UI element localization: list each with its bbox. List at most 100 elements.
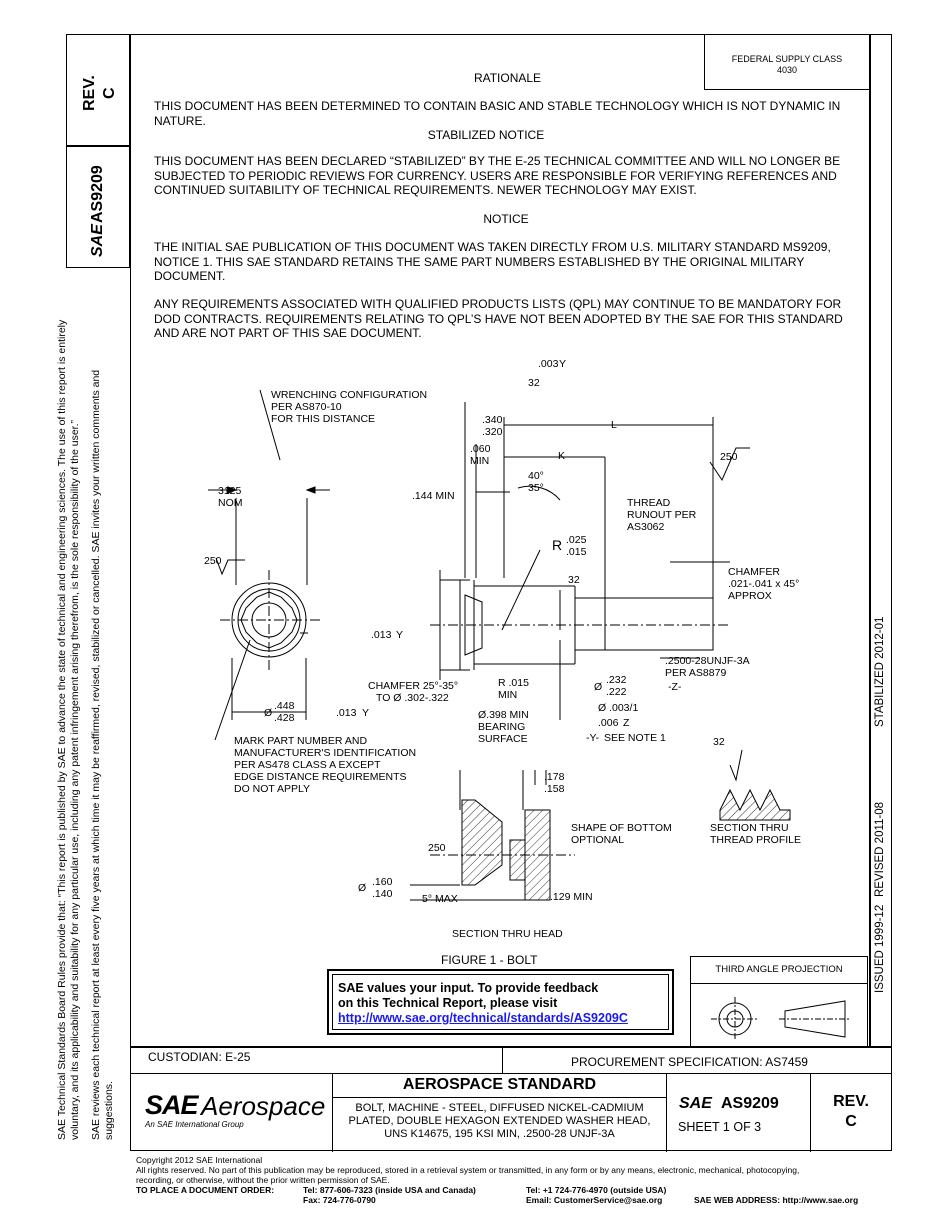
shape-bottom-2: OPTIONAL (571, 834, 624, 846)
stabilized-date: STABILIZED 2012-01 (874, 616, 886, 727)
mark-note-2: MANUFACTURER'S IDENTIFICATION (234, 747, 416, 759)
dim-158: .158 (544, 783, 565, 795)
dim-3125-nom: NOM (218, 497, 243, 509)
radius-r: R (552, 537, 562, 553)
sae-aerospace-logo: SAE Aerospace An SAE International Group (131, 1074, 333, 1152)
logo-sae: SAE (145, 1090, 199, 1120)
dim-060-min: MIN (470, 455, 489, 467)
rights-line1: All rights reserved. No part of this pub… (136, 1165, 800, 1175)
dim-060: .060 (470, 443, 491, 455)
dia-140: .140 (372, 888, 393, 900)
dim-320: .320 (482, 426, 503, 438)
federal-supply-class: 4030 (776, 65, 798, 75)
left-tab-rev-label: REV. (81, 75, 98, 111)
fcf-003: Ø .003/1 (598, 702, 638, 714)
dim-178: .178 (544, 771, 565, 783)
dia-448: .448 (274, 700, 295, 712)
datum-y-note: -Y- (586, 732, 600, 744)
fcf-006-datum: Z (623, 717, 630, 729)
history-strip: ISSUED 1999-12 REVISED 2011-08 STABILIZE… (870, 34, 892, 1047)
see-note: SEE NOTE 1 (604, 732, 666, 744)
logo-subtitle: An SAE International Group (145, 1120, 244, 1129)
federal-supply-box: FEDERAL SUPPLY CLASS 4030 (704, 34, 870, 90)
perp-tolerance: .003 (538, 358, 559, 370)
rules-note-line2: voluntary, and its applicability and sui… (69, 419, 81, 1140)
left-tab-docnumber: SAE AS9209 (66, 146, 130, 268)
third-angle-label: THIRD ANGLE PROJECTION (715, 964, 843, 975)
feedback-link[interactable]: http://www.sae.org/technical/standards/A… (338, 1011, 628, 1025)
thread-spec-1: .2500-28UNJF-3A (665, 655, 750, 667)
chamfer-2: .021-.041 x 45° (728, 578, 799, 590)
dim-l: L (611, 419, 617, 431)
chamfer-head-2: TO Ø .302-.322 (376, 692, 449, 704)
web-address: SAE WEB ADDRESS: http://www.sae.org (694, 1195, 859, 1205)
title-line1: BOLT, MACHINE - STEEL, DIFFUSED NICKEL-C… (355, 1102, 644, 1114)
custodian: CUSTODIAN: E-25 (148, 1050, 251, 1064)
doc-logo: SAE (679, 1095, 712, 1112)
sheet-number: SHEET 1 OF 3 (678, 1120, 762, 1134)
issued-date: ISSUED 1999-12 (874, 904, 886, 993)
fax: Fax: 724-776-0790 (303, 1195, 376, 1205)
finish-250-head: 250 (204, 555, 222, 567)
title-block: CUSTODIAN: E-25 PROCUREMENT SPECIFICATIO… (130, 1047, 892, 1152)
email: Email: CustomerService@sae.org (526, 1195, 663, 1205)
radius-015: .015 (566, 546, 587, 558)
datum-z: -Z- (668, 681, 682, 693)
dim-129: .129 MIN (550, 891, 593, 903)
fcf-006: .006 (598, 717, 619, 729)
procurement-spec: PROCUREMENT SPECIFICATION: AS7459 (571, 1055, 808, 1069)
chamfer-head-1: CHAMFER 25°-35° (368, 680, 458, 692)
doc-number: AS9209 (721, 1095, 779, 1112)
rationale-heading: RATIONALE (473, 71, 542, 85)
thread-runout-3: AS3062 (627, 521, 665, 533)
projection-symbol-icon (711, 997, 851, 1041)
bearing-1: Ø.398 MIN (478, 709, 529, 721)
fillet-min: MIN (498, 689, 517, 701)
perp-datum: Y (559, 358, 566, 370)
bearing-2: BEARING (478, 721, 525, 733)
finish-32-shank: 32 (568, 574, 580, 586)
copyright: Copyright 2012 SAE International (136, 1155, 263, 1165)
dia-160: .160 (372, 876, 393, 888)
footer: Copyright 2012 SAE International All rig… (136, 1155, 916, 1205)
mark-note-3: PER AS478 CLASS A EXCEPT (234, 759, 381, 771)
shank-232: .232 (606, 674, 627, 686)
head-dia-symbol: Ø (264, 707, 272, 719)
shank-dia-symbol: Ø (594, 681, 602, 693)
dim-k: K (558, 450, 565, 462)
dim-144: .144 MIN (412, 490, 455, 502)
chamfer-1: CHAMFER (728, 566, 780, 578)
tel-intl: Tel: +1 724-776-4970 (outside USA) (526, 1185, 667, 1195)
finish-32-thread: 32 (713, 736, 725, 748)
section-dia-symbol: Ø (358, 882, 366, 894)
standard-type: AEROSPACE STANDARD (402, 1076, 597, 1093)
mark-note-1: MARK PART NUMBER AND (234, 735, 367, 747)
notice-heading: NOTICE (483, 212, 529, 226)
angle-35: 35° (528, 482, 544, 494)
shape-bottom-1: SHAPE OF BOTTOM (571, 822, 672, 834)
title-line2: PLATED, DOUBLE HEXAGON EXTENDED WASHER H… (348, 1115, 651, 1127)
notice-text-2: ANY REQUIREMENTS ASSOCIATED WITH QUALIFI… (154, 297, 843, 340)
revised-date: REVISED 2011-08 (874, 801, 886, 897)
dim-340: .340 (482, 414, 503, 426)
section-head-label: SECTION THRU HEAD (452, 928, 563, 940)
dia-428: .428 (274, 712, 295, 724)
wrenching-line3: FOR THIS DISTANCE (271, 413, 375, 425)
logo-aerospace: Aerospace (201, 1091, 326, 1121)
figure-caption: FIGURE 1 - BOLT (441, 953, 538, 967)
review-note-line2: suggestions. (103, 1081, 115, 1140)
document-frame (130, 34, 870, 1047)
wrenching-line2: PER AS870-10 (271, 401, 342, 413)
angle-40: 40° (528, 470, 544, 482)
stabilized-heading: STABILIZED NOTICE (427, 128, 545, 142)
rules-note-line1: SAE Technical Standards Board Rules prov… (56, 319, 68, 1140)
left-tab-doc-number: AS9209 (89, 165, 106, 223)
dim-3125: 3125 (218, 485, 242, 497)
chamfer-3: APPROX (728, 590, 772, 602)
order-label: TO PLACE A DOCUMENT ORDER: (136, 1185, 275, 1195)
feedback-line1: SAE values your input. To provide feedba… (338, 981, 599, 995)
feedback-line2: on this Technical Report, please visit (338, 996, 558, 1010)
rights-line2: recording, or otherwise, without the pri… (136, 1175, 390, 1185)
tel-us: Tel: 877-606-7323 (inside USA and Canada… (303, 1185, 476, 1195)
thread-spec-2: PER AS8879 (665, 667, 726, 679)
